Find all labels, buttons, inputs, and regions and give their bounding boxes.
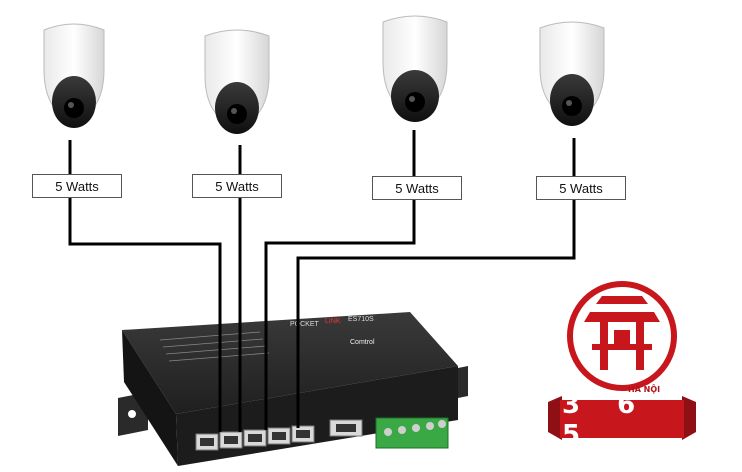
watt-label-3: 5 Watts xyxy=(372,176,462,200)
watt-label-2: 5 Watts xyxy=(192,174,282,198)
camera-4 xyxy=(539,21,605,126)
camera-3 xyxy=(382,15,448,122)
hanoi365-logo xyxy=(548,281,696,440)
camera-1 xyxy=(43,23,105,128)
logo-small-text: HÀ NỘI xyxy=(628,385,661,394)
watt-label-4: 5 Watts xyxy=(536,176,626,200)
switch-brand-right: LINK xyxy=(325,318,341,325)
switch-brand-left: POCKET xyxy=(290,321,320,328)
poe-switch xyxy=(118,312,468,466)
camera-2 xyxy=(204,29,270,134)
logo-number: 3 6 5 xyxy=(562,390,650,450)
switch-model: ES710S xyxy=(348,316,374,323)
watt-label-1: 5 Watts xyxy=(32,174,122,198)
switch-maker: Comtrol xyxy=(350,339,375,346)
